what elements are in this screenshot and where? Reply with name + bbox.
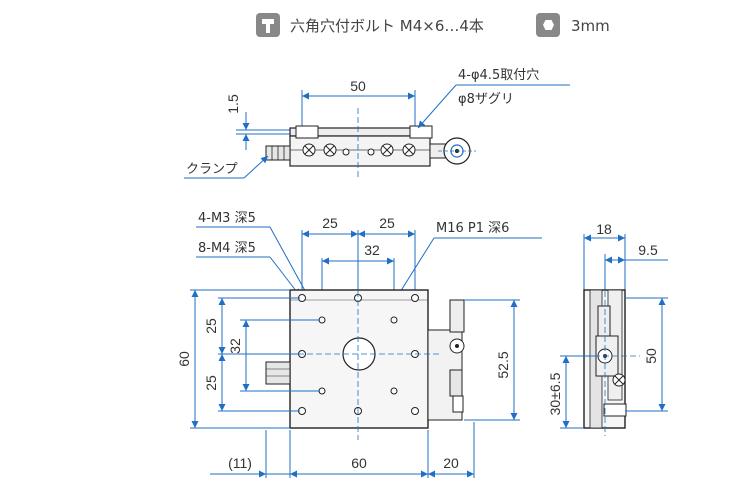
front-dim-25a: 25 [322,215,338,231]
top-dim-1-5: 1.5 [225,94,241,114]
side-dim-18: 18 [596,221,612,237]
wrench-legend-text: 3mm [571,17,610,35]
bolt-legend-text: 六角穴付ボルト M4×6…4本 [290,17,484,35]
front-view: 25 25 32 4-M3 深5 8-M4 深5 M16 P1 深6 [176,211,542,478]
left-dim-25a: 25 [203,318,219,334]
bottom-dim-60: 60 [351,455,367,471]
m3-label: 4-M3 深5 [198,211,256,226]
m16-label: M16 P1 深6 [436,221,509,236]
left-dim-25b: 25 [203,375,219,391]
front-dim-25b: 25 [379,215,395,231]
m4-label: 8-M4 深5 [198,241,256,256]
side-dim-9-5: 9.5 [638,242,658,258]
side-dim-30: 30±6.5 [547,372,563,415]
bottom-dim-20: 20 [443,455,459,471]
legend: 六角穴付ボルト M4×6…4本 3mm [256,13,610,37]
hex-key-icon [536,13,560,37]
front-dim-32: 32 [364,242,380,258]
mount-holes-label: 4-φ4.5取付穴 [458,68,539,83]
right-dim-52-5: 52.5 [495,351,511,378]
front-height-60: 60 [176,351,192,367]
top-view: 50 1.5 [184,68,570,180]
clamp-label: クランプ [186,162,238,177]
top-dim-50: 50 [350,78,366,94]
bottom-dim-11: (11) [228,455,252,471]
counterbore-label: φ8ザグリ [458,92,514,107]
left-dim-32: 32 [227,338,243,354]
side-dim-50: 50 [643,348,659,364]
hex-socket-bolt-icon [256,13,280,37]
side-view: 18 9.5 50 30±6.5 [547,221,668,436]
